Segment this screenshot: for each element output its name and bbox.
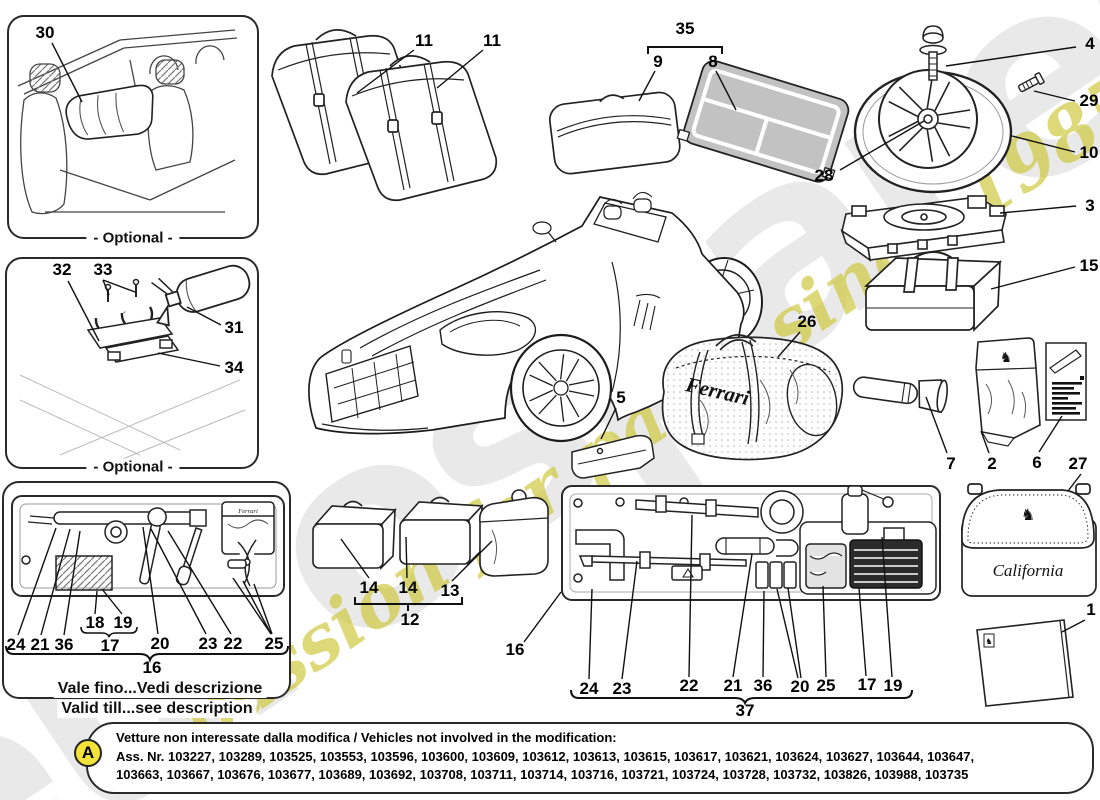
callout-11: 11 xyxy=(415,31,433,50)
callout-23: 23 xyxy=(198,634,218,653)
callout-17: 17 xyxy=(857,675,877,694)
callout-34: 34 xyxy=(224,358,244,377)
wheel-bolt xyxy=(919,25,947,81)
callout-28: 28 xyxy=(814,166,834,185)
callout-2: 2 xyxy=(987,454,997,473)
callout-3: 3 xyxy=(1085,196,1095,215)
california-pouch: ♞ California xyxy=(961,483,1097,597)
tool-tray-early: Ferrari xyxy=(2,481,291,699)
callout-36: 36 xyxy=(54,635,74,654)
flashlight xyxy=(852,376,948,414)
callout-18: 18 xyxy=(85,613,105,632)
callout-19: 19 xyxy=(883,676,903,695)
callout-32: 32 xyxy=(52,260,72,279)
callout-21: 21 xyxy=(723,676,743,695)
warning-assembly-numbers-1: Ass. Nr. 103227, 103289, 103525, 103553,… xyxy=(116,748,975,764)
tray-note-english: Valid till...see description xyxy=(57,700,257,718)
callout-10: 10 xyxy=(1079,143,1099,162)
callout-30: 30 xyxy=(35,23,55,42)
soft-case xyxy=(548,91,681,175)
warning-heading: Vetture non interessate dalla modifica /… xyxy=(116,730,617,745)
callout-24: 24 xyxy=(6,635,26,654)
tool-case xyxy=(863,251,1003,333)
callout-9: 9 xyxy=(653,52,663,71)
plastic-pouch: ♞ xyxy=(975,337,1041,447)
tray-note-italian: Vale fino...Vedi descrizione xyxy=(53,680,267,698)
squeegee xyxy=(571,434,655,479)
callout-20: 20 xyxy=(790,677,810,696)
callout-37: 37 xyxy=(735,701,755,720)
callout-6: 6 xyxy=(1032,453,1042,472)
wind-deflector xyxy=(676,60,850,183)
optional-label-1: - Optional - xyxy=(86,229,180,247)
tool-tray-late xyxy=(561,485,941,601)
callout-12: 12 xyxy=(400,610,420,629)
callout-8: 8 xyxy=(708,52,718,71)
spare-wheel xyxy=(853,25,1045,194)
small-screw xyxy=(1018,72,1045,93)
car-cover-bag: Ferrari xyxy=(661,334,844,461)
jack-holder xyxy=(840,195,1007,262)
tray1-ferrari-pouch-label: Ferrari xyxy=(237,508,258,515)
callout-14: 14 xyxy=(398,578,418,597)
callout-11: 11 xyxy=(483,31,501,50)
callout-16: 16 xyxy=(505,640,525,659)
document-folder: ♞ xyxy=(976,619,1074,707)
leader-lines xyxy=(17,42,1086,680)
duffel-bags xyxy=(271,29,498,202)
warning-badge: A xyxy=(74,739,102,767)
callout-35: 35 xyxy=(675,19,695,38)
modification-warning-box: A Vetture non interessate dalla modifica… xyxy=(74,722,1094,794)
folder-horse-icon: ♞ xyxy=(985,637,992,646)
callout-25: 25 xyxy=(816,676,836,695)
callout-27: 27 xyxy=(1068,454,1088,473)
callout-21: 21 xyxy=(30,635,50,654)
callout-4: 4 xyxy=(1085,34,1095,53)
optional-box-extinguisher xyxy=(5,257,259,469)
instruction-card xyxy=(1045,342,1087,421)
callout-13: 13 xyxy=(440,581,460,600)
california-pouch-horse-icon: ♞ xyxy=(1021,507,1035,524)
cover-pouch xyxy=(478,489,549,577)
california-script: California xyxy=(993,561,1064,580)
pouch-horse-icon: ♞ xyxy=(1000,349,1013,365)
warning-assembly-numbers-2: 103663, 103667, 103676, 103677, 103689, … xyxy=(116,767,969,782)
optional-box-interior-bag xyxy=(7,15,259,239)
callout-14: 14 xyxy=(359,578,379,597)
callout-25: 25 xyxy=(264,634,284,653)
callout-36: 36 xyxy=(753,676,773,695)
optional-label-2: - Optional - xyxy=(86,458,180,476)
callout-33: 33 xyxy=(93,260,113,279)
callout-16: 16 xyxy=(142,658,162,677)
callout-24: 24 xyxy=(579,679,599,698)
callout-22: 22 xyxy=(223,634,243,653)
callout-20: 20 xyxy=(150,634,170,653)
callout-26: 26 xyxy=(797,312,817,331)
group-brackets xyxy=(5,46,913,706)
callout-7: 7 xyxy=(946,454,956,473)
callout-1: 1 xyxy=(1086,600,1096,619)
callout-23: 23 xyxy=(612,679,632,698)
callout-29: 29 xyxy=(1079,91,1099,110)
warning-text: Vetture non interessate dalla modifica /… xyxy=(116,729,1082,785)
small-cases xyxy=(312,489,549,577)
car-illustration xyxy=(308,191,763,443)
callout-15: 15 xyxy=(1079,256,1099,275)
callout-19: 19 xyxy=(113,613,133,632)
callout-5: 5 xyxy=(616,388,626,407)
callout-22: 22 xyxy=(679,676,699,695)
callout-31: 31 xyxy=(224,318,244,337)
callout-17: 17 xyxy=(100,636,120,655)
